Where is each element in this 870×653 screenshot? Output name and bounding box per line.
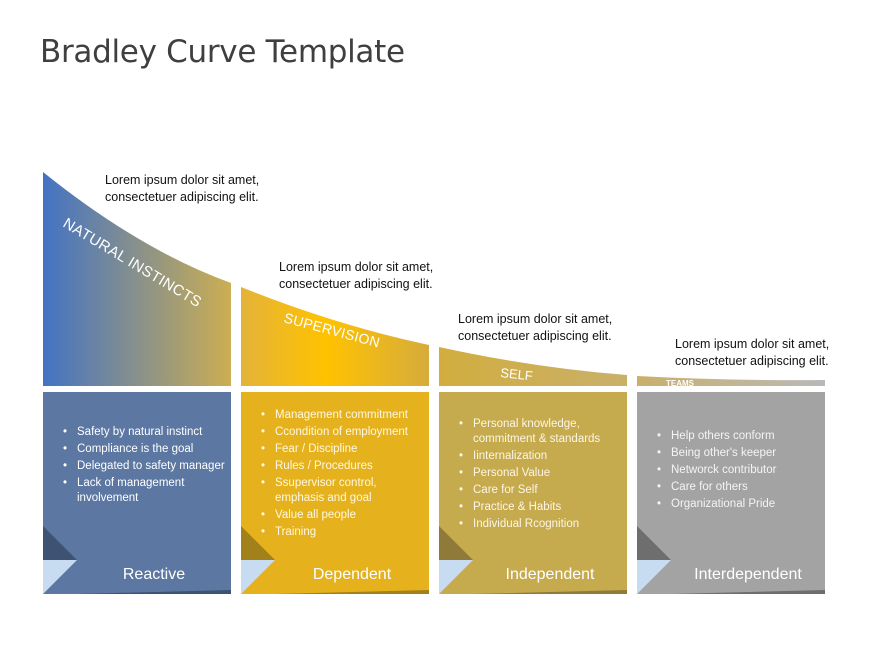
list-item: Iinternalization xyxy=(459,449,624,464)
page-fold xyxy=(473,590,627,594)
curve-segment-supervision xyxy=(241,287,429,386)
page-fold xyxy=(439,560,473,594)
page-fold xyxy=(43,560,77,594)
list-item: Lack of management involvement xyxy=(63,476,228,505)
page-fold xyxy=(275,590,429,594)
list-item: Care for Self xyxy=(459,483,624,498)
list-item: Delegated to safety manager xyxy=(63,459,228,474)
list-item: Organizational Pride xyxy=(657,497,822,512)
stage-panel-independent: Personal knowledge, commitment & standar… xyxy=(439,392,627,594)
list-item: Safety by natural instinct xyxy=(63,425,228,440)
page-fold xyxy=(671,590,825,594)
stage-items: Personal knowledge, commitment & standar… xyxy=(459,417,624,534)
list-item: Being other's keeper xyxy=(657,446,822,461)
stage-note: Lorem ipsum dolor sit amet, consectetuer… xyxy=(458,312,613,343)
page-title: Bradley Curve Template xyxy=(40,34,405,70)
page-fold xyxy=(637,560,671,594)
list-item: Networck contributor xyxy=(657,463,822,478)
stage-note: Lorem ipsum dolor sit amet, consectetuer… xyxy=(279,260,434,291)
curve-segment-self xyxy=(439,347,627,386)
page-fold xyxy=(439,526,473,560)
list-item: Ssupervisor control, emphasis and goal xyxy=(261,476,426,505)
list-item: Help others conform xyxy=(657,429,822,444)
stage-note: Lorem ipsum dolor sit amet, consectetuer… xyxy=(675,337,830,368)
stage-items: Help others conform Being other's keeper… xyxy=(657,429,822,514)
list-item: Ccondition of employment xyxy=(261,425,426,440)
page-fold xyxy=(241,526,275,560)
stage-panel-interdependent: Help others conform Being other's keeper… xyxy=(637,392,825,594)
stage-panel-reactive: Safety by natural instinct Compliance is… xyxy=(43,392,231,594)
stage-name: Interdependent xyxy=(694,566,802,583)
stage-items: Safety by natural instinct Compliance is… xyxy=(63,425,228,508)
curve-label-teams: TEAMS xyxy=(666,379,695,388)
list-item: Personal Value xyxy=(459,466,624,481)
list-item: Individual Rcognition xyxy=(459,517,624,532)
list-item: Training xyxy=(261,525,426,540)
page-fold xyxy=(77,590,231,594)
stage-name: Independent xyxy=(505,566,595,583)
stage-panel-dependent: Management commitment Ccondition of empl… xyxy=(241,392,429,594)
stage-items: Management commitment Ccondition of empl… xyxy=(261,408,426,542)
curve-segment-teams xyxy=(637,376,825,386)
list-item: Value all people xyxy=(261,508,426,523)
curve-label-self: SELF xyxy=(500,365,534,383)
list-item: Management commitment xyxy=(261,408,426,423)
list-item: Rules / Procedures xyxy=(261,459,426,474)
list-item: Care for others xyxy=(657,480,822,495)
page-fold xyxy=(241,560,275,594)
page-fold xyxy=(43,526,77,560)
list-item: Compliance is the goal xyxy=(63,442,228,457)
stage-name: Dependent xyxy=(312,566,392,583)
stage-name: Reactive xyxy=(122,566,186,583)
list-item: Practice & Habits xyxy=(459,500,624,515)
stage-note: Lorem ipsum dolor sit amet, consectetuer… xyxy=(105,173,260,204)
curve-segment-natural-instincts xyxy=(43,172,231,386)
list-item: Fear / Discipline xyxy=(261,442,426,457)
page-fold xyxy=(637,526,671,560)
list-item: Personal knowledge, commitment & standar… xyxy=(459,417,624,446)
